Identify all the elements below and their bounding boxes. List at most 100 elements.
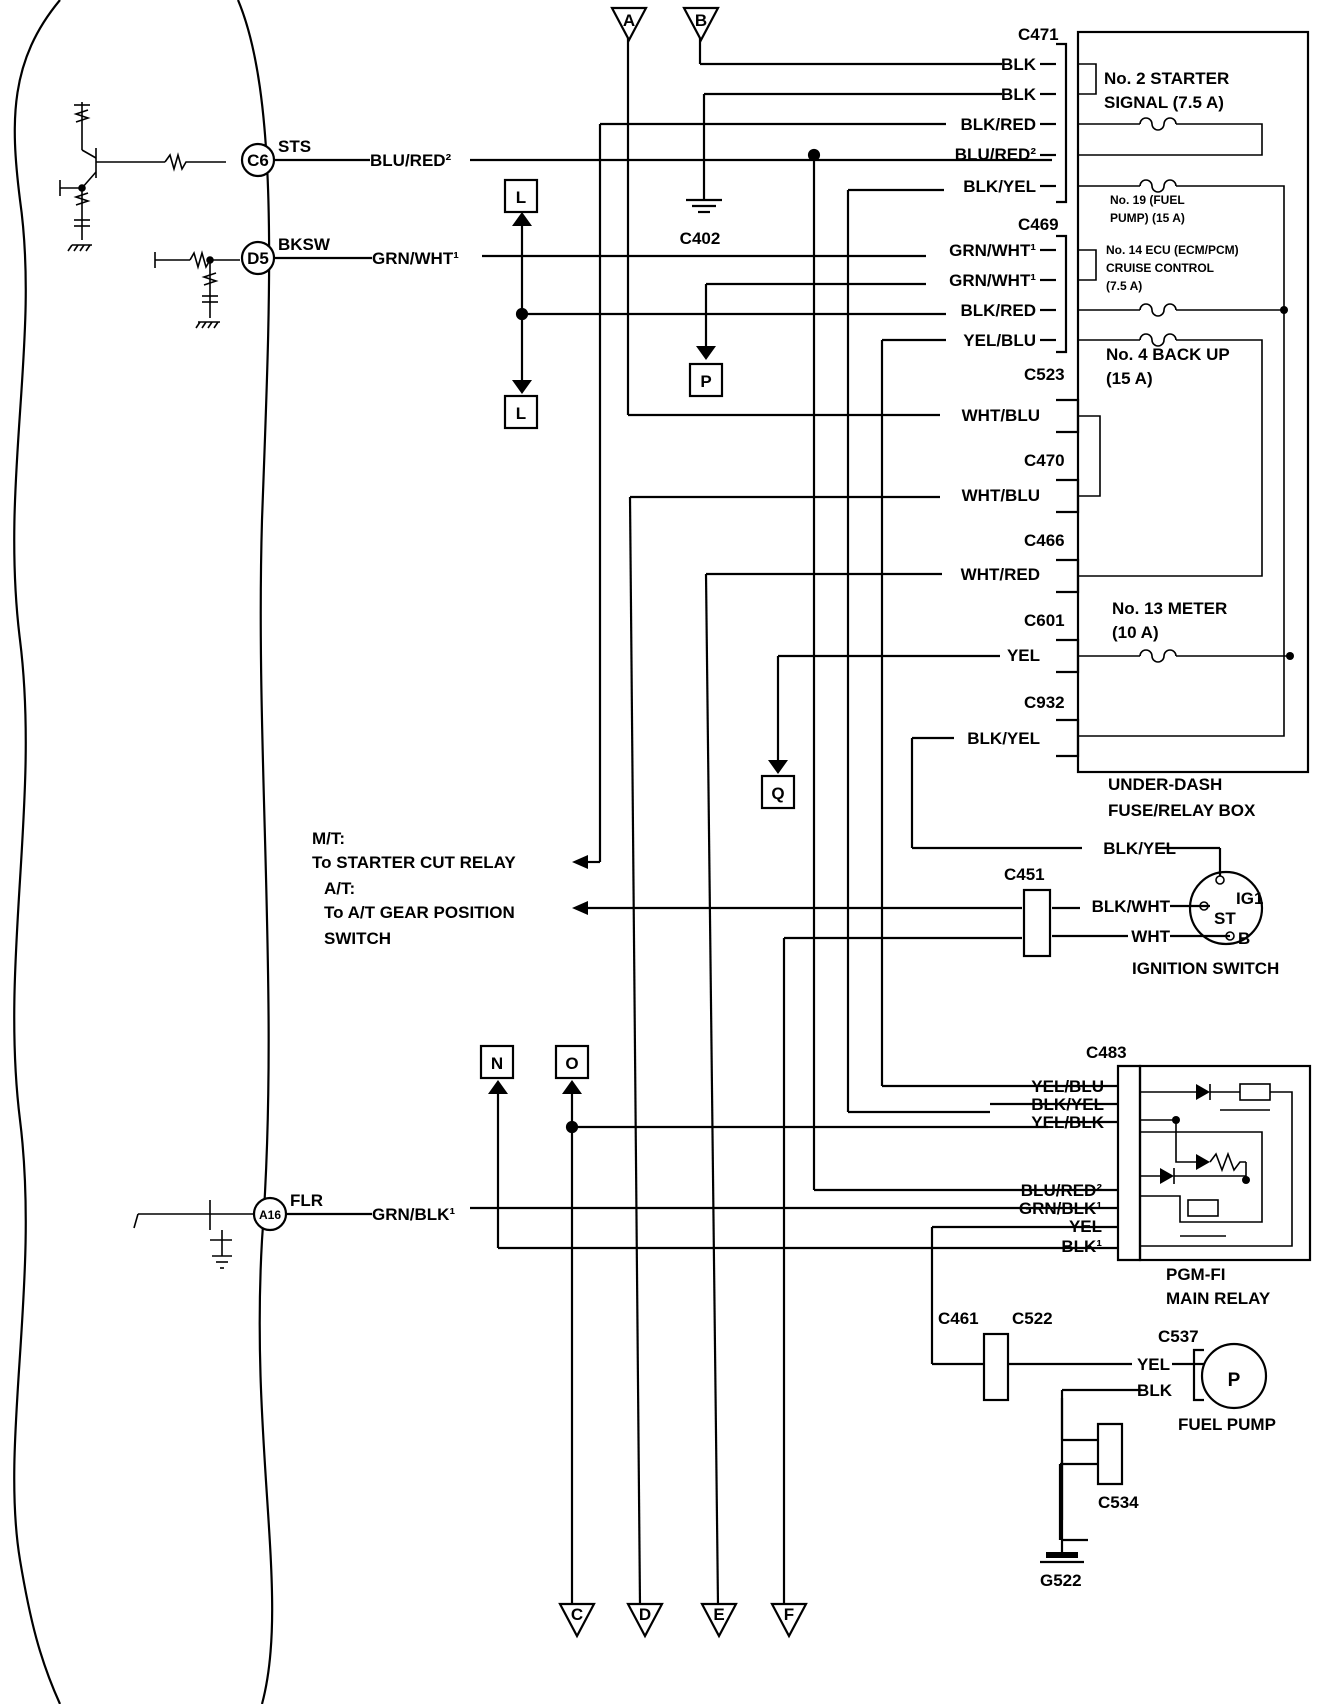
wire-label: WHT/BLU <box>962 406 1040 425</box>
wire-label: YEL <box>1137 1355 1170 1374</box>
under-dash-fuse-relay-box <box>1040 30 1310 774</box>
pin-st: ST <box>1214 909 1236 928</box>
fuel-pump-title: FUEL PUMP <box>1178 1415 1276 1434</box>
svg-text:To A/T GEAR POSITION: To A/T GEAR POSITION <box>324 903 515 922</box>
wire-label: BLK/YEL <box>967 729 1040 748</box>
ecm-internal-circuit <box>59 102 270 1269</box>
wire-label: BLU/RED² <box>370 151 452 170</box>
wire-label: YEL/BLU <box>963 331 1036 350</box>
svg-text:A/T:: A/T: <box>324 879 355 898</box>
wire-label: BLK/YEL <box>1103 839 1176 858</box>
ignition-switch: C451 BLK/YEL BLK/WHT WHT IG1 ST B IGNITI… <box>1004 839 1279 978</box>
connector-c522: C522 <box>1012 1309 1053 1328</box>
ecm-pin-d5: D5 BKSW GRN/WHT¹ <box>240 235 459 276</box>
svg-text:To STARTER CUT RELAY: To STARTER CUT RELAY <box>312 853 516 872</box>
connector-c534: C534 <box>1098 1493 1139 1512</box>
svg-text:(15 A): (15 A) <box>1106 369 1153 388</box>
box-terminal-q: Q <box>760 760 796 810</box>
wire-label: YEL <box>1007 646 1040 665</box>
svg-text:E: E <box>713 1605 724 1624</box>
ecm-pin-a16: A16 FLR GRN/BLK¹ <box>252 1191 455 1232</box>
svg-text:F: F <box>784 1605 794 1624</box>
fuse-box-title: UNDER-DASH <box>1108 775 1222 794</box>
wire-label: BLK/WHT <box>1092 897 1171 916</box>
connector-c469: C469 <box>1018 215 1059 234</box>
terminal-f: F <box>770 1602 808 1639</box>
connector-c461: C461 <box>938 1309 979 1328</box>
wire-label: BLK <box>1137 1381 1173 1400</box>
pin-id: D5 <box>247 249 269 268</box>
box-terminal-l-bottom: L <box>503 380 539 430</box>
pgm-fi-main-relay: C483 <box>1086 1043 1312 1262</box>
starter-cut-notes: M/T: To STARTER CUT RELAY A/T: To A/T GE… <box>312 829 588 948</box>
wire-label: YEL <box>1069 1217 1102 1236</box>
wire-label: BLK <box>1001 55 1037 74</box>
connector-c523: C523 <box>1024 365 1065 384</box>
fuel-pump-circuit: C461 C522 C537 YEL BLK P FUEL PUMP C534 … <box>938 1309 1276 1590</box>
svg-text:L: L <box>516 404 526 423</box>
wire-label: BLK/YEL <box>963 177 1036 196</box>
main-relay-title: PGM-FI MAIN RELAY <box>1166 1265 1271 1308</box>
ecm-pin-c6: C6 STS BLU/RED² <box>240 137 452 178</box>
fuse-14-label: No. 14 ECU (ECM/PCM) <box>1106 243 1239 257</box>
svg-text:MAIN RELAY: MAIN RELAY <box>1166 1289 1271 1308</box>
svg-text:M/T:: M/T: <box>312 829 345 848</box>
svg-text:O: O <box>565 1054 578 1073</box>
fuse-box-wire-labels: BLK BLK BLK/RED BLU/RED² BLK/YEL GRN/WHT… <box>949 55 1040 748</box>
svg-text:C402: C402 <box>680 229 721 248</box>
svg-text:L: L <box>516 188 526 207</box>
svg-text:CRUISE CONTROL: CRUISE CONTROL <box>1106 261 1214 275</box>
box-terminal-l-top: L <box>503 178 539 226</box>
wire-label: BLK¹ <box>1061 1237 1102 1256</box>
svg-text:D: D <box>639 1605 651 1624</box>
fuse-2-label: No. 2 STARTER <box>1104 69 1229 88</box>
wire-label: WHT/BLU <box>962 486 1040 505</box>
terminal-e: E <box>700 1602 738 1639</box>
svg-text:FUSE/RELAY BOX: FUSE/RELAY BOX <box>1108 801 1256 820</box>
terminal-c: C <box>558 1602 596 1639</box>
terminal-d: D <box>626 1602 664 1639</box>
wire-label: GRN/BLK¹ <box>372 1205 455 1224</box>
wire-label: BLK/RED <box>960 115 1036 134</box>
wire-label: BLU/RED² <box>955 145 1037 164</box>
ecm-body <box>13 0 274 1704</box>
terminal-a: A <box>610 6 648 43</box>
box-terminal-p: P <box>688 346 724 398</box>
wire-label: BLK/RED <box>960 301 1036 320</box>
ground-g522: G522 <box>1040 1571 1082 1590</box>
ignition-switch-title: IGNITION SWITCH <box>1132 959 1279 978</box>
svg-text:PUMP) (15 A): PUMP) (15 A) <box>1110 211 1185 225</box>
ground-c402: C402 <box>680 198 722 248</box>
svg-text:B: B <box>695 11 707 30</box>
main-relay-wire-labels: YEL/BLU BLK/YEL YEL/BLK BLU/RED² GRN/BLK… <box>990 1077 1118 1256</box>
connector-c471: C471 <box>1018 25 1059 44</box>
pin-b: B <box>1238 929 1250 948</box>
fuse-box-connector-labels: C471 C469 C523 C470 C466 C601 C932 <box>1018 25 1065 712</box>
svg-text:PGM-FI: PGM-FI <box>1166 1265 1226 1284</box>
wire-label: GRN/WHT¹ <box>949 271 1036 290</box>
wires <box>274 38 1230 1606</box>
svg-text:(7.5 A): (7.5 A) <box>1106 279 1142 293</box>
pin-name: FLR <box>290 1191 323 1210</box>
svg-text:P: P <box>700 372 711 391</box>
terminal-b: B <box>682 6 720 43</box>
connector-c451: C451 <box>1004 865 1045 884</box>
pin-ig1: IG1 <box>1236 889 1263 908</box>
svg-text:SWITCH: SWITCH <box>324 929 391 948</box>
wire-label: GRN/WHT¹ <box>372 249 459 268</box>
wire-label: WHT/RED <box>961 565 1040 584</box>
fuse-labels: No. 2 STARTER SIGNAL (7.5 A) No. 19 (FUE… <box>1104 69 1256 820</box>
svg-text:N: N <box>491 1054 503 1073</box>
svg-text:SIGNAL (7.5 A): SIGNAL (7.5 A) <box>1104 93 1224 112</box>
svg-text:Q: Q <box>771 784 784 803</box>
connector-c932: C932 <box>1024 693 1065 712</box>
fuel-pump-symbol: P <box>1228 1370 1241 1391</box>
pin-id: A16 <box>259 1208 281 1222</box>
wire-label: GRN/WHT¹ <box>949 241 1036 260</box>
wire-label: BLK <box>1001 85 1037 104</box>
pin-name: STS <box>278 137 311 156</box>
fuse-19-label: No. 19 (FUEL <box>1110 193 1185 207</box>
fuse-13-label: No. 13 METER <box>1112 599 1227 618</box>
connector-c601: C601 <box>1024 611 1065 630</box>
